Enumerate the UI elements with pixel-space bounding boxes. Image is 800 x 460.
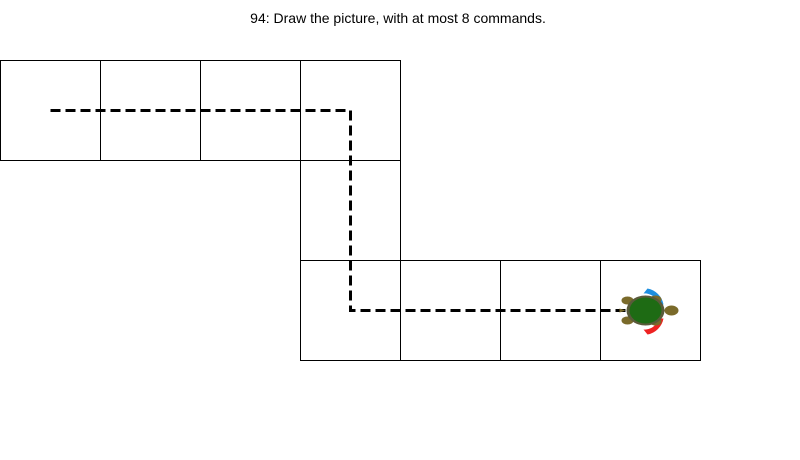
turtle-icon (619, 288, 679, 335)
turtle-tail (619, 308, 626, 313)
turtle-head (664, 305, 679, 316)
turtle-shell (629, 297, 662, 324)
puzzle-title: 94: Draw the picture, with at most 8 com… (250, 10, 546, 26)
drawn-path (50, 109, 651, 312)
dashed-path-line (50, 109, 651, 312)
